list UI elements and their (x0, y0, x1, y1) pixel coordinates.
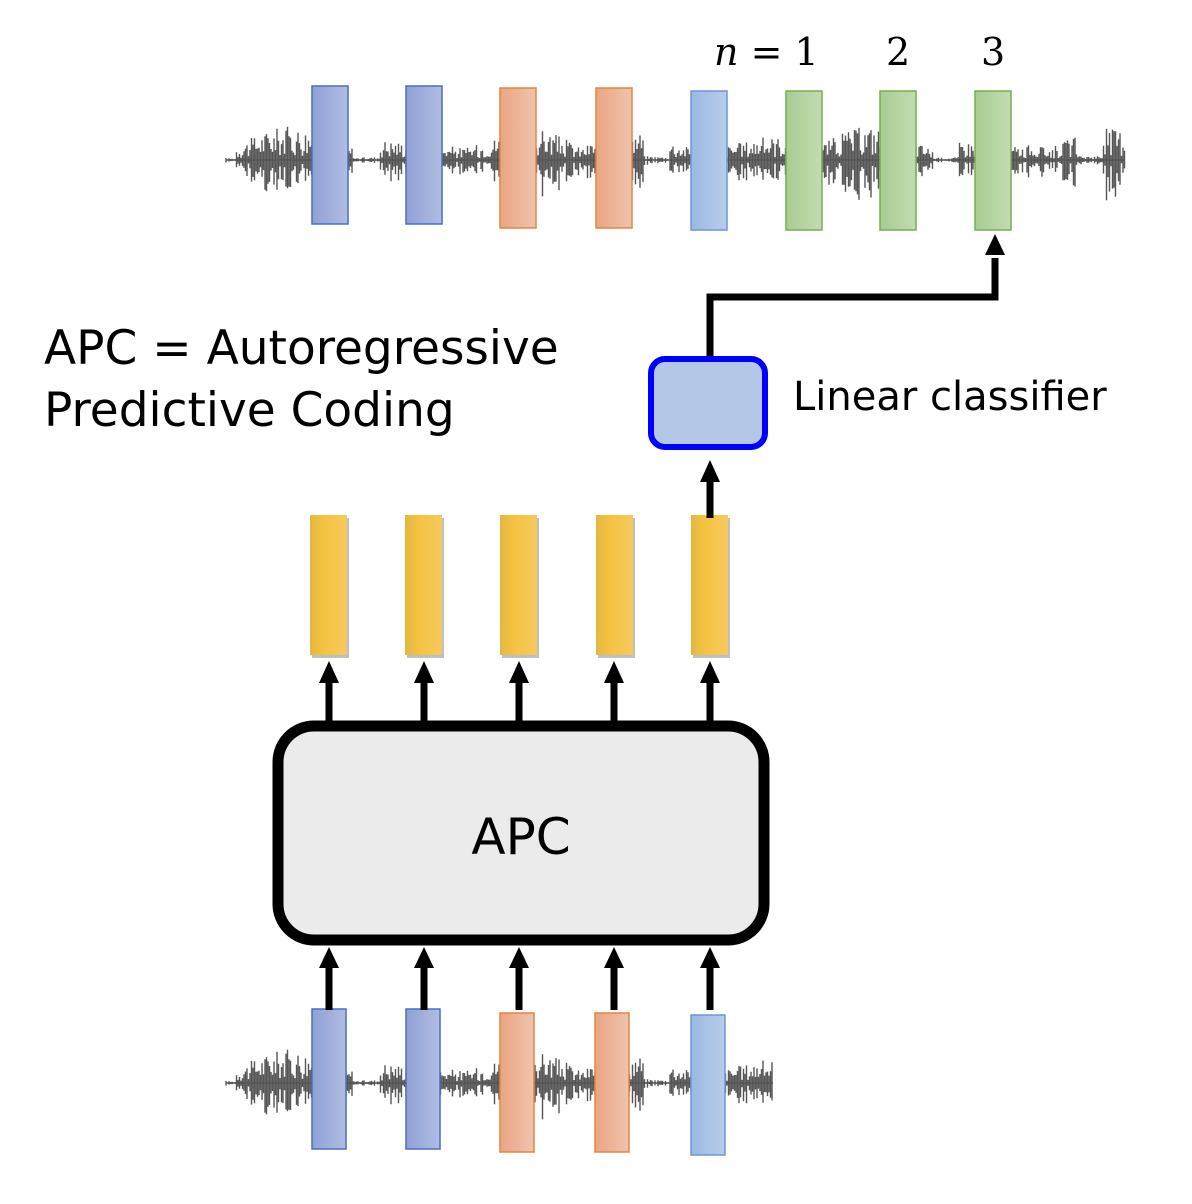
context-frame-4 (595, 87, 633, 229)
apc-to-rep-arrowhead-1 (319, 661, 339, 683)
apc-to-rep-arrowhead-5 (700, 661, 720, 683)
representation-vectors (310, 515, 730, 658)
prediction-step-2-label: 2 (886, 30, 911, 74)
classifier-output-connector (706, 258, 999, 356)
prediction-step-3-label: 3 (981, 30, 1006, 74)
n-variable: n (714, 30, 739, 74)
input-to-apc-arrowhead-5 (700, 947, 720, 968)
representation-5 (691, 515, 728, 655)
apc-model-box (272, 720, 770, 946)
representation-4 (596, 515, 633, 655)
linear-classifier-box (648, 356, 768, 450)
apc-to-rep-arrowhead-3 (509, 661, 529, 683)
equals-one: = 1 (738, 30, 819, 74)
title-line-2: Predictive Coding (44, 383, 455, 438)
rep-to-classifier-arrowhead (700, 460, 720, 482)
apc-model-label: APC (471, 808, 571, 866)
arrows (319, 661, 720, 1010)
input-to-apc-arrowhead-3 (509, 947, 529, 968)
diagram-title: APC = Autoregressive Predictive Coding (44, 318, 559, 442)
predicted-frame-1 (785, 90, 823, 231)
input-frame-4 (594, 1012, 630, 1153)
input-frame-1 (311, 1008, 347, 1150)
context-frame-3 (499, 87, 537, 229)
input-to-apc-arrowhead-2 (414, 947, 434, 968)
predicted-frame-3 (974, 90, 1012, 231)
representation-1 (310, 515, 347, 655)
classifier-output-arrowhead (985, 234, 1005, 255)
representation-3 (500, 515, 537, 655)
input-frame-3 (499, 1012, 535, 1153)
context-frame-5 (690, 90, 728, 231)
apc-to-rep-arrowhead-2 (414, 661, 434, 683)
input-frame-5 (690, 1014, 726, 1156)
title-line-1: APC = Autoregressive (44, 321, 559, 376)
predicted-frame-2 (879, 90, 917, 231)
top-frame-sequence (311, 85, 1012, 231)
prediction-step-1-label: n = 1 (714, 30, 819, 74)
input-frame-sequence (311, 1008, 726, 1156)
representation-2 (405, 515, 442, 655)
waveform-trace (225, 1049, 773, 1120)
context-frame-1 (311, 85, 349, 225)
input-to-apc-arrowhead-4 (604, 947, 624, 968)
apc-to-rep-arrowhead-4 (604, 661, 624, 683)
linear-classifier-label: Linear classifier (793, 374, 1107, 420)
context-frame-2 (405, 85, 443, 225)
input-to-apc-arrowhead-1 (319, 947, 339, 968)
input-frame-2 (405, 1008, 441, 1150)
